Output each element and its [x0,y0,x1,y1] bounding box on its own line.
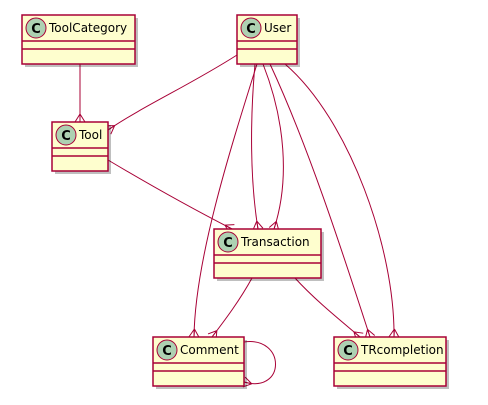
class-stereotype-icon [337,339,359,361]
stereotype-letter: C [61,129,71,144]
relation-user-trcompletion [269,63,376,339]
class-toolcategory[interactable]: C ToolCategory [21,14,138,67]
stereotype-letter: C [343,344,353,359]
relation-tool-transaction [107,159,235,234]
stereotype-letter: C [246,22,256,37]
class-trcompletion[interactable]: C TRcompletion [333,336,449,389]
class-name: ToolCategory [48,21,127,35]
relation-edges [74,54,400,388]
class-user[interactable]: C User [236,14,300,67]
class-stereotype-icon [55,124,77,146]
relation-transaction-trcompletion [294,277,364,341]
stereotype-letter: C [223,236,233,251]
class-name: Tool [78,128,102,142]
relation-comment-comment [242,341,276,388]
class-comment[interactable]: C Comment [152,336,247,389]
crows-foot-icon [388,328,400,338]
class-tool[interactable]: C Tool [51,121,111,174]
relation-toolcategory-tool [74,64,86,123]
class-stereotype-icon [156,339,178,361]
class-stereotype-icon [25,17,47,39]
relation-user-trcompletion [284,63,400,338]
relation-user-transaction [262,63,284,231]
class-name: Comment [180,343,239,357]
class-transaction[interactable]: C Transaction [213,228,324,281]
relation-user-transaction [251,63,264,230]
stereotype-letter: C [162,344,172,359]
relation-user-comment [188,63,258,338]
class-stereotype-icon [240,17,262,39]
class-name: User [264,21,291,35]
class-stereotype-icon [217,231,239,253]
relation-transaction-comment [207,277,253,341]
class-name: Transaction [240,235,310,249]
class-name: TRcompletion [360,343,444,357]
crows-foot-icon [188,328,200,338]
crows-foot-icon [74,113,86,123]
stereotype-letter: C [31,22,41,37]
